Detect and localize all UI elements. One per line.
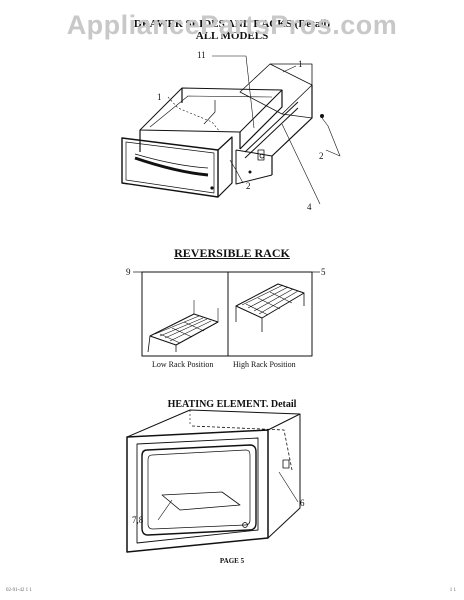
element-leader-lines (157, 471, 299, 521)
drawer-title-line2: ALL MODELS (195, 30, 269, 42)
heating-element-diagram (126, 409, 301, 553)
callout-drawer-4: 4 (307, 202, 312, 212)
callout-drawer-11: 11 (197, 50, 206, 60)
callout-rack-5: 5 (321, 267, 326, 277)
page-number: PAGE 5 (219, 557, 245, 565)
callout-element-7-8: 7,8 (132, 515, 144, 525)
rack-diagram (133, 271, 320, 357)
drawer-leader-lines (167, 55, 341, 205)
callout-element-6: 6 (300, 498, 305, 508)
rack-title: REVERSIBLE RACK (174, 246, 290, 260)
callout-drawer-1-top: 1 (298, 59, 303, 69)
callout-drawer-2-mid: 2 (246, 181, 251, 191)
drawer-assembly (121, 63, 324, 198)
caption-low-rack: Low Rack Position (152, 360, 214, 369)
caption-high-rack: High Rack Position (233, 360, 296, 369)
callout-rack-9: 9 (126, 267, 131, 277)
callout-drawer-2-right: 2 (319, 151, 324, 161)
footer-right-code: 1 1 (449, 588, 456, 593)
drawer-title-line1: DRAWER SLIDES AND RACKS (Detail) (133, 18, 331, 30)
callout-drawer-1-left: 1 (157, 92, 162, 102)
element-title: HEATING ELEMENT. Detail (167, 399, 297, 410)
footer-left-code: 02-91-42 1 1 (6, 588, 32, 593)
